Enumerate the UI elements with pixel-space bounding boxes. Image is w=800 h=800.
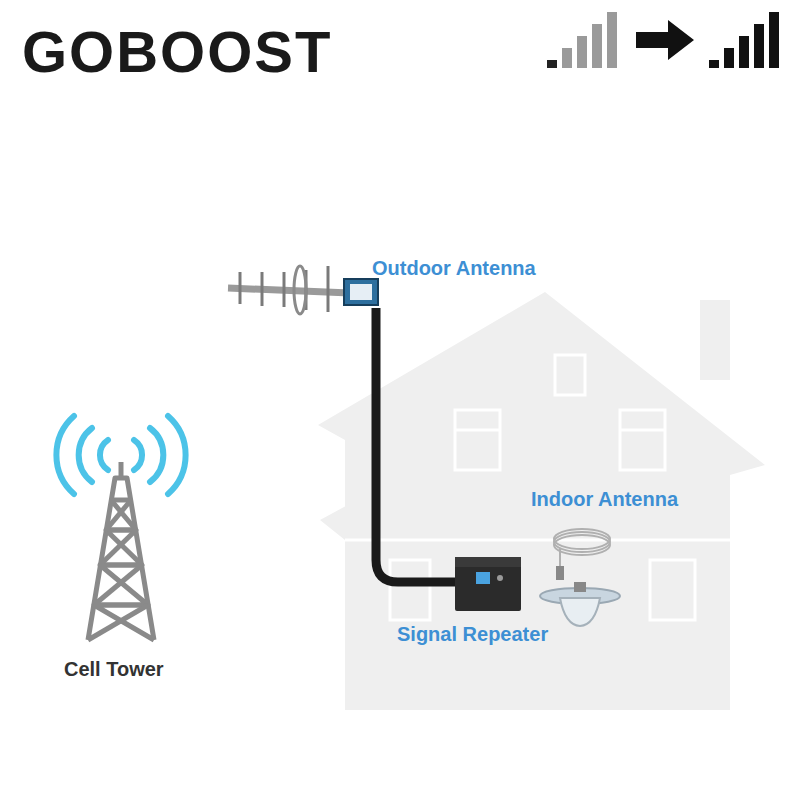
cell-tower (88, 462, 154, 640)
brand-logo: GOBOOST (22, 18, 332, 85)
signal-weak (547, 12, 617, 68)
arrow-icon (636, 20, 694, 60)
signal-strong (709, 12, 779, 68)
part-label: Indoor Antenna (531, 488, 678, 511)
signal-repeater (455, 557, 521, 611)
part-label: Signal Repeater (397, 623, 548, 646)
part-label: Outdoor Antenna (372, 257, 536, 280)
house (318, 292, 765, 710)
indoor-antenna (540, 529, 620, 626)
coax-cable (376, 308, 458, 582)
outdoor-antenna (228, 266, 378, 314)
part-label: Cell Tower (64, 658, 164, 681)
radio-waves (56, 416, 185, 494)
